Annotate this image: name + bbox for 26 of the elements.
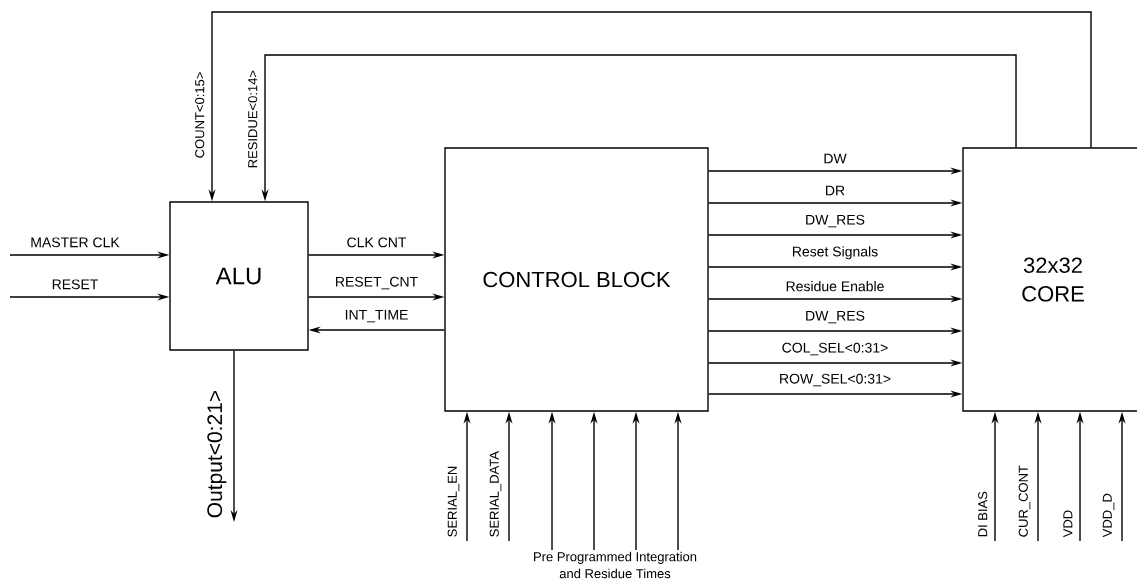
signal-label: DW_RES	[804, 309, 866, 325]
block-box: ALU	[169, 201, 309, 351]
block-box: CONTROL BLOCK	[444, 147, 709, 412]
signal-label: Reset Signals	[790, 245, 880, 261]
signal-label: COUNT<0:15>	[195, 72, 205, 158]
signal-label: ROW_SEL<0:31>	[778, 372, 893, 388]
signal-label: RESIDUE<0:14>	[248, 70, 258, 168]
signal-label: SERIAL_DATA	[489, 451, 502, 537]
signal-label: CUR_CONT	[1018, 465, 1031, 537]
signal-label: RESET	[50, 278, 100, 291]
signal-label: VDD_D	[1102, 493, 1115, 538]
signal-label: COL_SEL<0:31>	[780, 341, 890, 357]
signal-label: DI BIAS	[978, 491, 988, 537]
signal-label: DW_RES	[804, 213, 866, 229]
signal-label: Output<0:21>	[207, 390, 227, 518]
signal-label: DR	[823, 184, 847, 197]
signal-label: MASTER CLK	[29, 236, 121, 249]
signal-label: DW	[822, 152, 848, 165]
note-text: Pre Programmed Integration and Residue Times	[534, 551, 697, 579]
signal-label: VDD	[1063, 510, 1073, 538]
signal-label: CLK CNT	[345, 236, 408, 249]
block-box: 32x32 CORE	[962, 147, 1137, 412]
signal-label: RESET_CNT	[333, 275, 420, 291]
signal-label: SERIAL_EN	[447, 466, 460, 537]
signal-label: INT_TIME	[343, 308, 410, 324]
signal-label: Residue Enable	[784, 280, 886, 293]
